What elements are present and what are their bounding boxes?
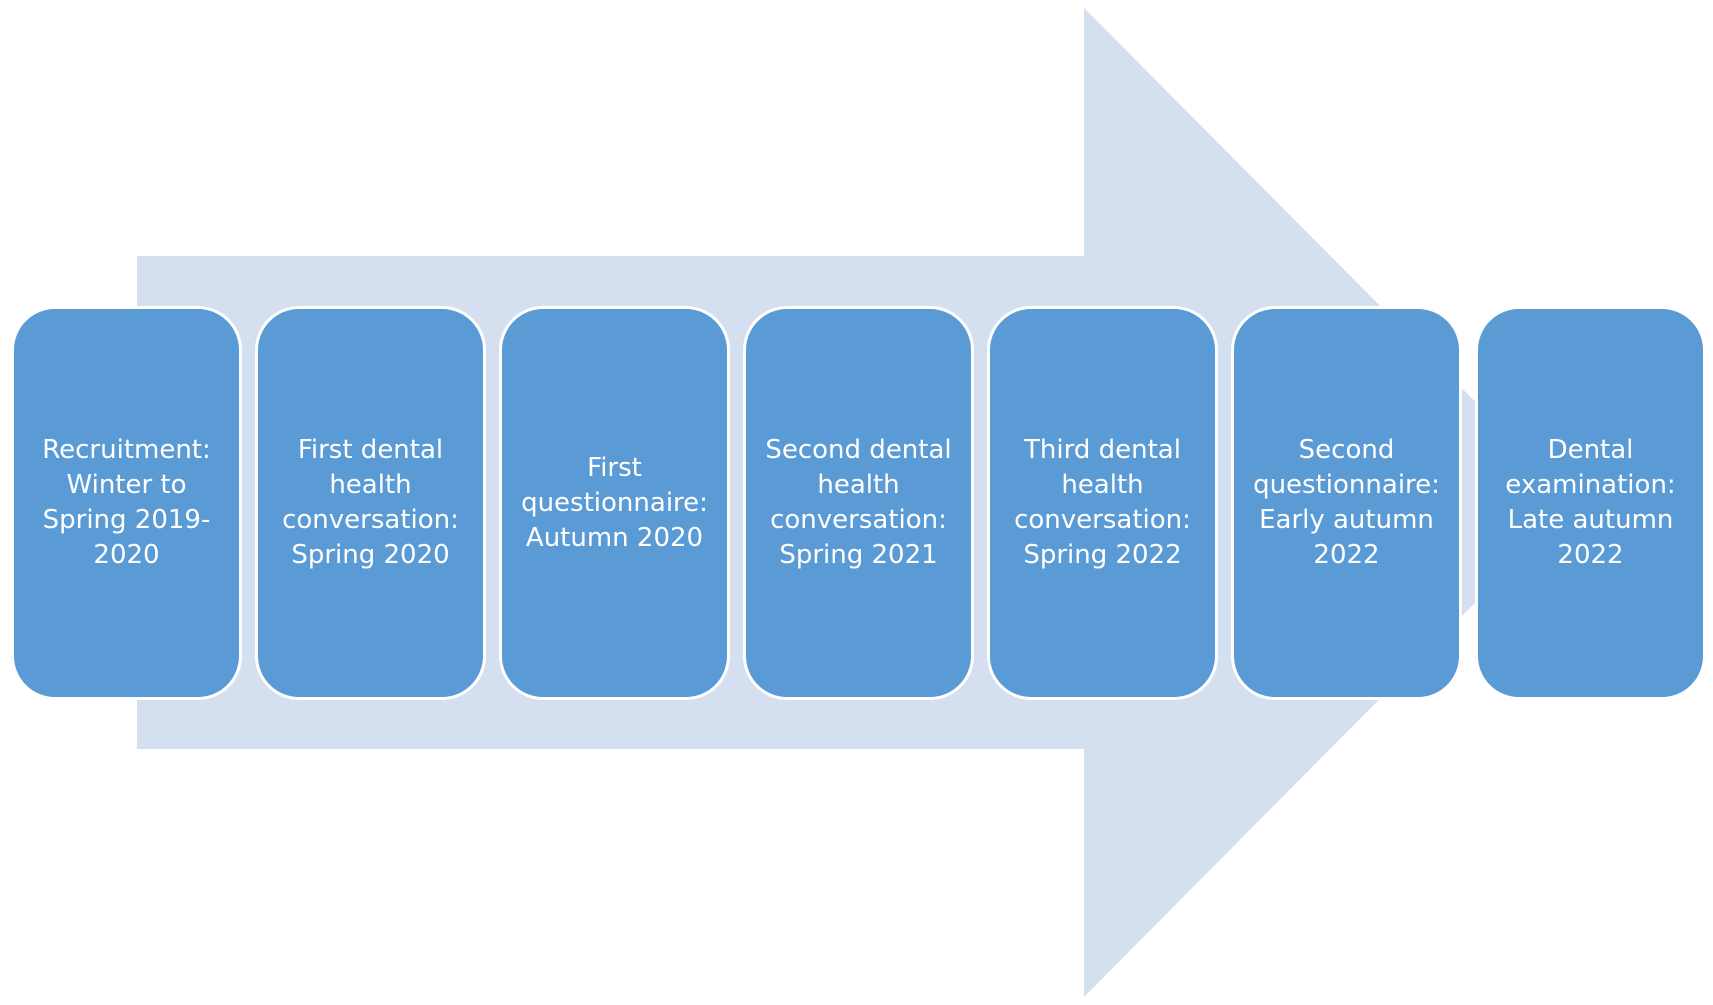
step-third-dental-health-conversation: Third dental health conversation: Spring… — [987, 306, 1218, 700]
step-label: First questionnaire: Autumn 2020 — [521, 452, 708, 553]
step-label: First dental health conversation: Spring… — [282, 435, 459, 570]
step-label: Second questionnaire: Early autumn 2022 — [1253, 435, 1440, 570]
step-label: Third dental health conversation: Spring… — [1014, 435, 1191, 570]
step-recruitment: Recruitment: Winter to Spring 2019- 2020 — [11, 306, 242, 700]
step-label: Second dental health conversation: Sprin… — [765, 435, 952, 570]
step-dental-examination: Dental examination: Late autumn 2022 — [1475, 306, 1706, 700]
step-second-dental-health-conversation: Second dental health conversation: Sprin… — [743, 306, 974, 700]
step-first-questionnaire: First questionnaire: Autumn 2020 — [499, 306, 730, 700]
step-first-dental-health-conversation: First dental health conversation: Spring… — [255, 306, 486, 700]
step-label: Dental examination: Late autumn 2022 — [1505, 435, 1676, 570]
step-second-questionnaire: Second questionnaire: Early autumn 2022 — [1231, 306, 1462, 700]
step-label: Recruitment: Winter to Spring 2019- 2020 — [42, 435, 211, 570]
